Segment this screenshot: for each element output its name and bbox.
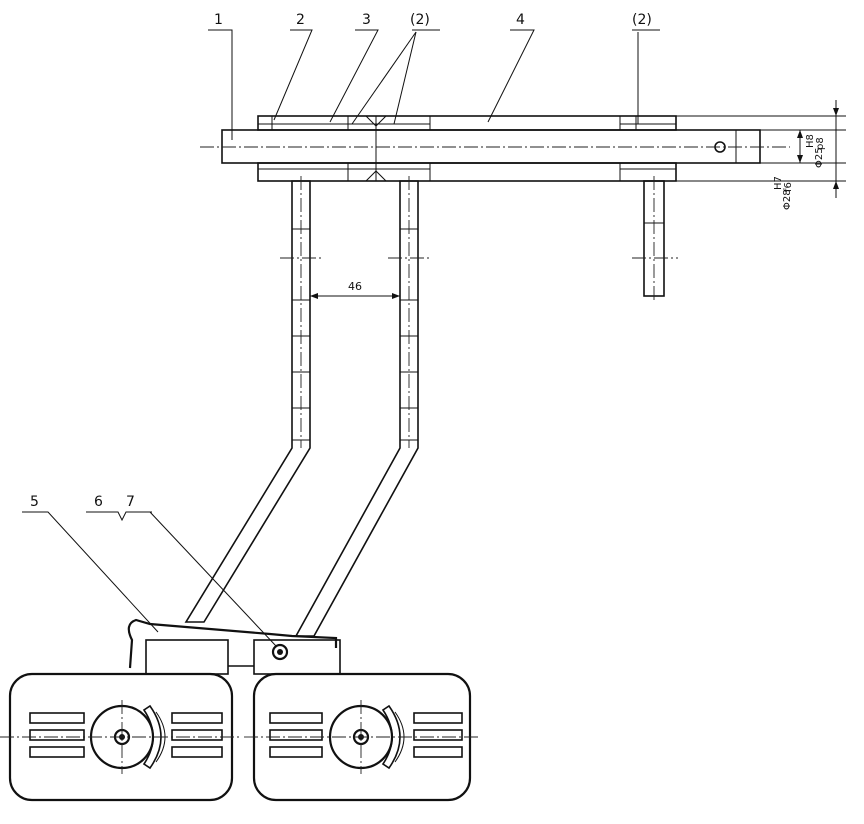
- pivot-pin: [271, 643, 289, 661]
- dimension-46: 46: [310, 280, 400, 299]
- callout-7: 7: [126, 494, 135, 510]
- shaft-fit-label: p8: [815, 137, 826, 150]
- shaft-diameter-label: Φ25: [814, 147, 825, 168]
- shaft: [221, 129, 761, 164]
- pedal-brackets: [127, 618, 341, 675]
- callout-4: 4: [516, 12, 525, 28]
- shaft-assembly: [200, 115, 790, 182]
- callout-3: 3: [362, 12, 371, 28]
- shaft-fit-sup-label: H8: [805, 134, 816, 148]
- callout-5: 5: [30, 494, 39, 510]
- bore-fit-label: f6: [783, 182, 794, 192]
- sleeve-bottom-wall: [257, 162, 677, 182]
- bore-diameter-label: Φ28: [782, 189, 793, 210]
- callouts: 1 2 3 (2) 4 (2) 5 6 7: [22, 12, 660, 647]
- bore-fit-sup-label: H7: [773, 176, 784, 190]
- callout-2b: (2): [632, 12, 652, 28]
- return-spring: [127, 618, 338, 669]
- callout-6: 6: [94, 494, 103, 510]
- dimension-46-label: 46: [348, 280, 362, 293]
- sleeve-top-wall: [257, 115, 677, 131]
- pedal-arm-left: [184, 176, 311, 623]
- shaft-dimensions: Φ25 p8 H8 Φ28 f6 H7: [676, 100, 846, 210]
- pedal-pad-right: [244, 672, 480, 802]
- pedal-arm-right-stub: [632, 176, 678, 300]
- callout-2a: (2): [410, 12, 430, 28]
- pedal-arm-middle: [294, 176, 419, 637]
- callout-2: 2: [296, 12, 305, 28]
- pedal-pad-left: [0, 672, 240, 802]
- callout-1: 1: [214, 12, 223, 28]
